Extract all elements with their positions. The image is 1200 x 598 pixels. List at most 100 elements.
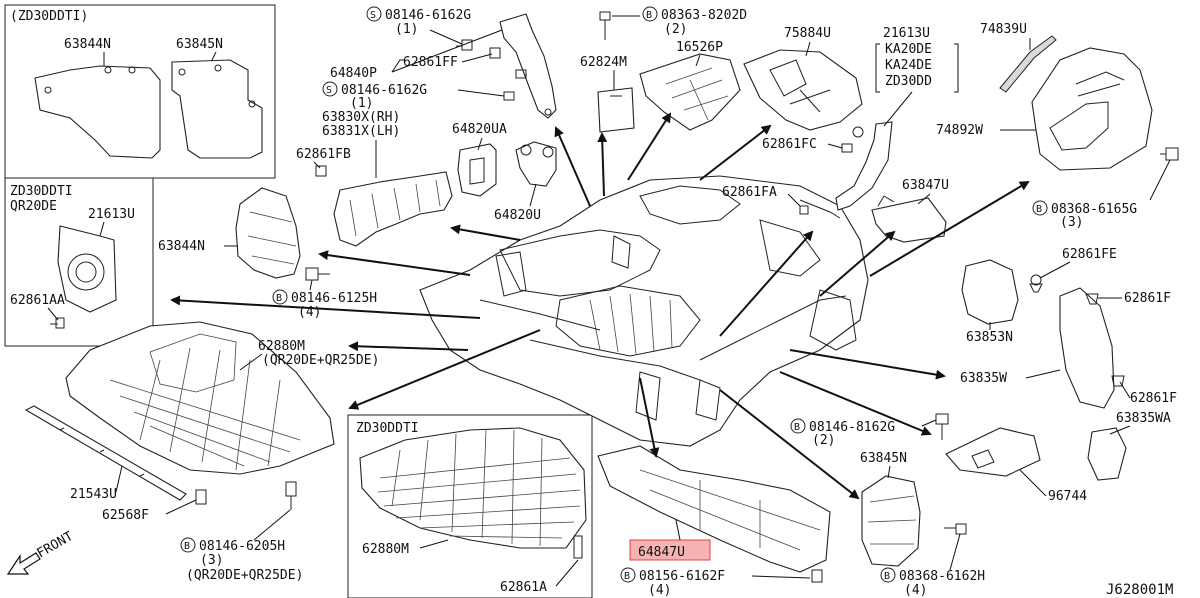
label-63835wa: 63835WA [1116,411,1171,426]
label-qty-4-b: (4) [904,583,927,598]
label-62861fc: 62861FC [762,137,817,152]
symbol-b-4: B [794,422,800,433]
label-engine-qr-b: (QR20DE+QR25DE) [186,568,303,583]
label-63831x-lh: 63831X(LH) [322,124,400,139]
label-08368-6162h: 08368-6162H [899,569,985,584]
label-75884u: 75884U [784,26,831,41]
bracket-21613u-drawing [57,225,117,313]
label-08146-8162g: 08146-8162G [809,420,895,435]
inset-part-62861a: 62861A [500,580,547,595]
label-engine-qr: (QR20DE+QR25DE) [262,353,379,368]
label-62824m: 62824M [580,55,627,70]
symbol-b-5: B [884,571,890,582]
label-63845n: 63845N [860,451,907,466]
front-direction-indicator: FRONT [6,529,77,575]
label-qty-4-c: (4) [648,583,671,598]
label-62861fe: 62861FE [1062,247,1117,262]
inset-bottom-center-box [347,414,593,598]
label-63830x-rh: 63830X(RH) [322,110,400,125]
bracket-21613u-right-drawing [835,121,893,211]
shield-75884u-drawing [743,49,863,131]
label-62861f-b: 62861F [1130,391,1177,406]
inset-top-left-label: (ZD30DDTI) [10,9,88,24]
inset-mid-left-label-1: ZD30DDTI [10,184,73,199]
inset-mid-left-label-2: QR20DE [10,199,57,214]
label-08146-6205h: 08146-6205H [199,539,285,554]
heatshield-63830x-drawing [333,171,453,247]
label-74892w: 74892W [936,123,983,138]
inset-part-63845n: 63845N [176,37,223,52]
label-21543u: 21543U [70,487,117,502]
label-qty-3-a: (3) [1060,215,1083,230]
inset-part-63844n: 63844N [64,37,111,52]
symbol-b-6: B [624,571,630,582]
label-21613u-right: 21613U [883,26,930,41]
arrows [170,112,1030,500]
inset-part-62880m: 62880M [362,542,409,557]
label-qty-1-b: (1) [350,96,373,111]
strip-74839u-drawing [999,35,1057,93]
label-74839u: 74839U [980,22,1027,37]
bracket-16526p-drawing [639,53,741,131]
undercover-62880m-drawing [65,321,335,475]
label-08363-8202d: 08363-8202D [661,8,747,23]
mudguard-63844n-drawing [34,65,161,159]
label-62861fb: 62861FB [296,147,351,162]
label-16526p: 16526P [676,40,723,55]
label-qty-1-a: (1) [395,22,418,37]
label-64820u: 64820U [494,208,541,223]
label-63853n: 63853N [966,330,1013,345]
symbol-b-2: B [1036,204,1042,215]
label-62861f-a: 62861F [1124,291,1171,306]
mudguard-63835w-drawing [1059,287,1115,409]
panel-74892w-drawing [1031,47,1153,171]
label-engine-ka24de: KA24DE [885,58,932,73]
mudguard-63835wa-drawing [1087,427,1127,481]
label-qty-2-a: (2) [664,22,687,37]
bracket-64820ua-drawing [457,143,497,197]
strip-21543u-drawing [24,405,187,501]
highlight-64847u [629,539,711,561]
label-engine-ka20de: KA20DE [885,42,932,57]
symbol-b-3: B [276,293,282,304]
front-label: FRONT [35,529,77,562]
mudguard-63844n-drawing [235,187,301,279]
bracket-63847u-drawing [871,197,947,243]
label-64847u: 64847U [638,545,685,560]
plate-96744-drawing [945,427,1041,477]
label-08146-6162g-mid: 08146-6162G [341,83,427,98]
bracket-64840p-drawing [499,13,557,119]
label-engine-zd30dd: ZD30DD [885,74,932,89]
label-08368-6165g: 08368-6165G [1051,202,1137,217]
label-08146-6162g-top: 08146-6162G [385,8,471,23]
label-96744: 96744 [1048,489,1087,504]
label-62861fa: 62861FA [722,185,777,200]
symbol-b-7: B [184,541,190,552]
symbol-b-1: B [646,10,652,21]
bracket-62824m-drawing [597,87,635,133]
bracket-64820u-drawing [515,141,557,187]
inset-part-21613u: 21613U [88,207,135,222]
label-62880m: 62880M [258,339,305,354]
label-62568f: 62568F [102,508,149,523]
symbol-s-2: S [326,85,332,96]
label-63847u: 63847U [902,178,949,193]
inset-bottom-center-label: ZD30DDTI [356,421,419,436]
label-64840p: 64840P [330,66,377,81]
inset-part-62861aa: 62861AA [10,293,65,308]
label-qty-2-b: (2) [812,433,835,448]
diagram-id: J628001M [1106,582,1173,598]
label-62861ff: 62861FF [403,55,458,70]
label-64820ua: 64820UA [452,122,507,137]
label-08146-6125h: 08146-6125H [291,291,377,306]
mudguard-63845n-drawing [171,59,263,159]
inset-mid-left-box [4,177,154,347]
bar-64847u-drawing [597,445,831,573]
label-63844n: 63844N [158,239,205,254]
undercover-62880m-inset-drawing [359,427,587,549]
label-08156-6162f: 08156-6162F [639,569,725,584]
label-qty-4-a: (4) [298,305,321,320]
label-qty-3-b: (3) [200,553,223,568]
mudguard-63853n-drawing [961,259,1019,325]
